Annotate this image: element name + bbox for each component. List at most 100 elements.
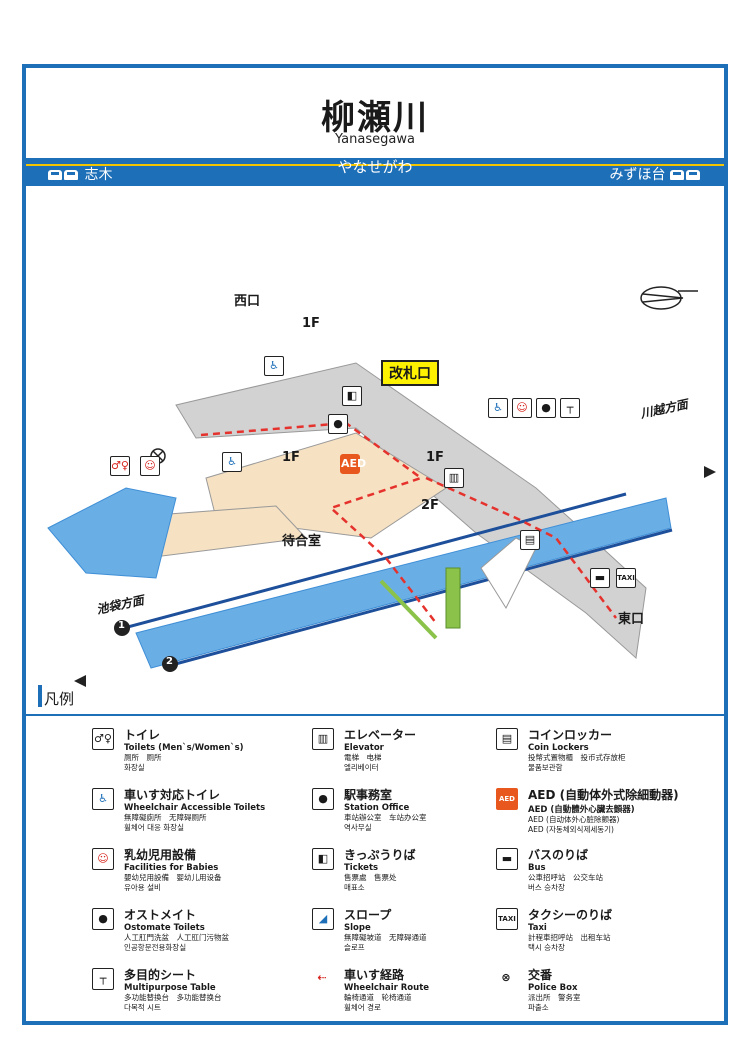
legend-heading: 凡例 [37,685,75,708]
legend-item-en: Wheelchair Accessible Toilets [124,803,266,813]
locker-icon: ▤ [520,530,540,550]
taxi-icon: TAXI [616,568,636,588]
legend-item-zh: 無障礙坡道 无障碍通道 [344,933,427,942]
legend-divider [26,714,724,716]
line-bar [26,154,724,186]
legend-item-zh: 派出所 警务室 [528,993,581,1002]
legend-item-zh: 售票處 售票处 [344,873,397,882]
legend-item-ko: 물품보관함 [528,763,563,772]
legend-item-zh: 多功能替換台 多功能替换台 [124,993,222,1002]
legend-item-en: Bus [528,863,546,873]
legend-item-en: Taxi [528,923,547,933]
ticket-icon: ◧ [342,386,362,406]
legend-item-ja: タクシーのりば [528,908,613,922]
legend-item-zh: 公車招呼站 公交车站 [528,873,603,882]
train-icon [64,170,78,180]
legend-item-zh: 電梯 电梯 [344,753,382,762]
elevator-shaft [445,567,461,629]
legend-item-ko: 화장실 [124,763,145,772]
prev-station-label: 志木 [84,167,113,183]
ostomate-icon: ● [536,398,556,418]
elevator-icon: ▥ [444,468,464,488]
wheelchair-toilet-icon: ♿ [264,356,284,376]
toilet-icon: ♂♀ [110,456,130,476]
legend-item-ko: 휠체어 경로 [344,1003,381,1012]
track-1-line [123,492,627,630]
police-box-icon: ⊗ [496,968,516,988]
station-kana: やなせがわ [337,158,413,176]
bus-icon: ▬ [590,568,610,588]
legend-item-ja: 車いす対応トイレ [124,788,221,802]
station-romaji: Yanasegawa [335,132,415,147]
train-icon [670,170,684,180]
legend-item-ja: オストメイト [124,908,197,922]
ostomate-icon: ● [92,908,114,930]
station-office-icon: ● [328,414,348,434]
floor-label: 1F [302,316,320,331]
dir-kawagoe-arrow [704,466,716,478]
legend-item-ko: 역사무실 [344,823,372,832]
legend-item-ko: AED (자동체외식제세동기) [528,825,614,834]
floor-label: 2F [421,498,439,513]
legend-item-zh: AED (自动体外心脏除颤器) [528,815,620,824]
track-2-label: 2 [166,656,173,667]
locker-icon: ▤ [496,728,518,750]
legend-item-zh: 輪椅通道 轮椅通道 [344,993,412,1002]
baby-icon: ☺ [92,848,114,870]
legend-item-ko: 다목적 시트 [124,1003,161,1012]
station-name: 柳瀬川 [321,98,429,138]
dir-ikebukuro-arrow [74,675,86,687]
legend-item-ja: きっぷうりば [344,848,416,862]
legend-item-zh: 厕所 厕所 [124,753,162,762]
wheelchair-route [200,421,437,624]
compass-icon [640,286,698,310]
wheelchair-toilet-icon: ♿ [222,452,242,472]
table-icon: ┬ [560,398,580,418]
legend-item-ja: 駅事務室 [344,788,393,802]
legend-item-en: Ostomate Toilets [124,923,205,933]
legend-item-ja: AED (自動体外式除細動器) [528,788,679,802]
legend-item-ko: 인공항문전용화장실 [124,943,187,952]
legend-item-en: Multipurpose Table [124,983,216,993]
track-2-line [167,528,673,668]
taxi-icon: TAXI [496,908,518,930]
west-exit-label: 西口 [234,294,261,309]
train-icon [686,170,700,180]
wheelchair-toilet-icon: ♿ [488,398,508,418]
east-exit-label: 東口 [618,612,645,627]
prev-station: 志木 [48,164,112,184]
baby-icon: ☺ [512,398,532,418]
legend-item-en: Wheelchair Route [344,983,430,993]
ticket-gate-label: 改札口 [381,360,439,386]
toilet-area [47,487,177,579]
legend-item-en: Tickets [344,863,379,873]
slope [379,579,438,640]
wheelchair-toilet-icon: ♿ [92,788,114,810]
legend-item-ko: 슬로프 [344,943,365,952]
legend-item-zh: 人工肛門洗盆 人工肛门污物盆 [124,933,229,942]
legend-item-ja: 車いす経路 [344,968,405,982]
legend-item-ja: スロープ [344,908,392,922]
legend-item-ja: 乳幼児用設備 [124,848,197,862]
legend-item-zh: 計程車招呼站 出租车站 [528,933,611,942]
floor-label: 1F [282,450,300,465]
west-walkway [175,362,647,659]
legend-item-en: Elevator [344,743,384,753]
legend-item-en: Toilets (Men`s/Women`s) [124,743,244,753]
track-2-marker [162,656,178,672]
track-1-marker [114,620,130,636]
legend-item-ja: エレベーター [344,728,417,742]
legend-item-en: Slope [344,923,371,933]
legend-item-en: Police Box [528,983,578,993]
track-1-label: 1 [118,620,125,631]
legend-item-ja: バスのりば [528,848,589,862]
legend-item-ja: 多目的シート [124,968,197,982]
toilet-icon: ♂♀ [92,728,114,750]
ticket-icon: ◧ [312,848,334,870]
legend-item-ko: 엘리베이터 [344,763,379,772]
legend-item-ja: コインロッカー [528,728,613,742]
waiting-room-label: 待合室 [282,534,322,549]
legend-item-ja: 交番 [528,968,553,982]
legend-item-ko: 파출소 [528,1003,549,1012]
train-icon [48,170,62,180]
